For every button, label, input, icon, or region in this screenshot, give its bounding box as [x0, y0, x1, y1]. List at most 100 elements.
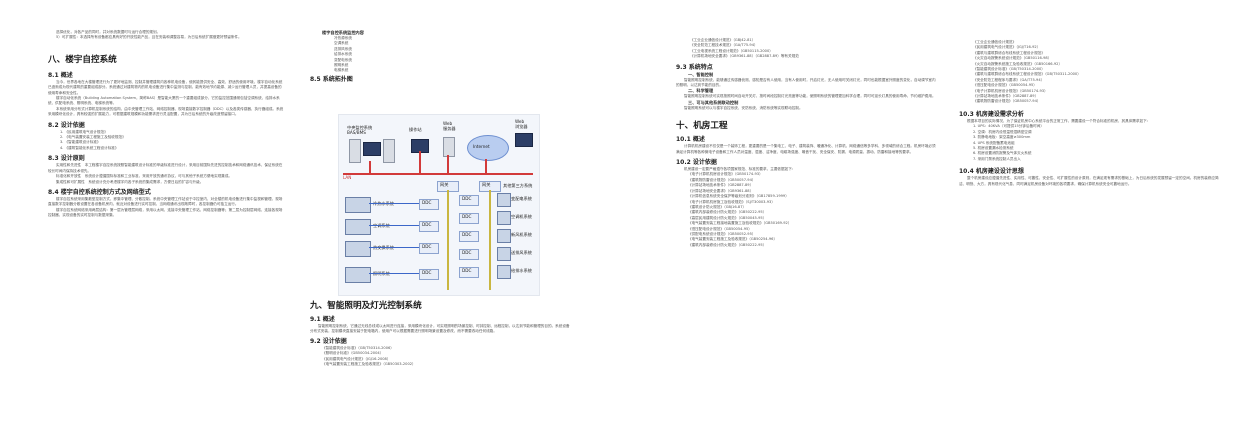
pump-equipment [497, 265, 511, 279]
ddc-label: DDC [422, 244, 432, 249]
list-item: 《计算机信息系统安全保护等级划分准则》（GB17859-1999） [688, 194, 789, 199]
fresh-air-equipment [497, 229, 511, 243]
list-item: 《电子计算机机房施工及验收规范》（SJ/T30003-93） [688, 199, 775, 204]
list-item: 《高层民用建筑设计防火规范》（GB50045-95） [688, 215, 767, 220]
list-item: 7. 采用门禁系统控制人员出入 [973, 156, 1021, 161]
list-item: 《电子计算机机房设计规范》（GB50174-93） [973, 88, 1048, 93]
ddc-box [419, 221, 439, 232]
list-item: 空调系统 [334, 41, 349, 46]
monitor-list: 冷热源系统 空调系统 送排风系统 给排水系统 变配电系统 照明系统 电梯系统 [310, 36, 572, 74]
ddc-label: DDC [462, 196, 472, 201]
list-item: 《电气装置安装工程施工及验收规范》（GB50303-2002） [322, 362, 416, 367]
paragraph: 楼宇自控系统采用集散型控制方式，即集中管理、分散控制。系统中央管理工作站设于中控… [48, 196, 283, 207]
column-1: 选择优化，对各产品的同时，并对系统数据时与运行合理的规划。 5）可扩展性：本选择… [48, 0, 284, 425]
list-item: 4. 《建筑智能化系统工程设计标准》 [60, 145, 119, 150]
paragraph: 机房建设一定要严格遵守各项国家规范、标准的要求，主要依据如下： [684, 167, 796, 172]
list-item: 《建筑与建筑群综合布线系统工程设计规范》（GB/T50311-2000） [973, 72, 1081, 77]
list-item: 《智能建筑设计标准》（GB/T50314-2000） [973, 67, 1045, 72]
list-item: 《电气装置安装工程施工及验收规范》（GB50254-96） [688, 237, 778, 242]
list-item: 《计算站场地技术条件》（GB2887-89） [688, 183, 754, 188]
ddc-box [419, 243, 439, 254]
paragraph: 智能照明系统可以与楼宇自控系统、安防系统、消防系统等实现联动控制。 [684, 105, 803, 110]
sub-heading: 一、智能控制 [688, 71, 714, 77]
basis-list: 《工业企业通信设计规范》 《民用建筑电气设计规范》（JGJ/T16-92） 《建… [959, 40, 1221, 105]
paragraph: 本系统采用分布式计算机控制系统的结构，由中央管理工作站、网络控制器、现场直接数字… [48, 106, 284, 117]
list-item: 1. 《民用建筑电气设计规范》 [60, 129, 108, 134]
center-label: 中央监控系统 BAS/BMS [347, 125, 373, 135]
ddc-box [419, 199, 439, 210]
section-title: 十、机房工程 [676, 121, 728, 132]
list-item: 送排风系统 [334, 46, 352, 51]
web-server-label: Web 服务器 [443, 121, 456, 131]
list-item: 《建筑物防雷设计规范》（GB50057-94） [973, 99, 1041, 104]
lan-label: LAN [343, 175, 352, 180]
column-3: 《工业企业通信设计规范》（GBJ42-81） 《安全防范工程技术规范》（GA/T… [676, 0, 938, 425]
sub-heading: 三、可与其他系统联动控制 [688, 99, 739, 105]
list-item: 《民用建筑电气设计规范》（JGJ/T16-92） [973, 45, 1041, 50]
ddc-label: DDC [462, 214, 472, 219]
subsystem-label: 变配电系统 [511, 196, 532, 201]
list-item: 《低压配电设计规范》（GB50054-95） [688, 226, 752, 231]
subsystem-label: 送排风系统 [511, 250, 532, 255]
list-item: 给排水系统 [334, 52, 352, 57]
list-item: 冷热源系统 [334, 36, 352, 40]
server-icon [349, 139, 361, 163]
list-item: 《供配电系统设计规范》（GB50052-95） [688, 231, 756, 236]
list-item: 6. 机房设置消防报警及气体灭火系统 [973, 151, 1032, 156]
lighting-equipment [345, 267, 371, 283]
intro-item-5: 5）可扩展性：本选择所有设备都应具有好的开放性能产品，且在安装和调整容易，为日后… [56, 35, 242, 40]
paragraph: 标准化和开放性 系统设计遵循国际标准和工业标准，采用开放的通讯协议，可与其他子系… [56, 174, 233, 179]
list-item: 《工业企业通信设计规范》 [973, 40, 1017, 44]
subsection-title: 8.5 系统拓扑图 [310, 75, 353, 83]
internet-cloud [467, 135, 509, 161]
subsection-title: 10.1 概述 [676, 136, 705, 144]
paragraph: 根据本项目的实际情况，为了保证机房中心系统平台的正常工作，需要建设一个符合标准的… [967, 118, 1151, 123]
subsection-title: 9.1 概述 [310, 316, 335, 323]
gateway-label: 网关 [440, 182, 449, 187]
lan-connector [369, 161, 371, 173]
list-item: 变配电系统 [334, 57, 352, 62]
power-equipment [497, 193, 511, 207]
paragraph: 智能照明控制系统，能够通过传感器侦测、感知是否有人使用，当有人使用时，开启灯光，… [676, 77, 936, 88]
list-item: 3. 防静电地板：架空高度≥300mm [973, 135, 1031, 140]
paragraph: 智能照明控制系统，它通过无线总线或以太网进行连接，采用模块化设计，可实现照明的场… [310, 324, 570, 334]
lan-connector [419, 151, 421, 173]
lan-line [343, 173, 533, 175]
monitor-icon [363, 142, 381, 156]
list-item: 《工业电视系统工程设计规范》（GB50115-2000） [690, 48, 773, 53]
list-item: 《计算站场地安全要求》（GB9361-88） [688, 188, 754, 193]
list-item: 《计算机场地安全要求》（GB9361-88）（GB2887-89）等有关规范 [690, 54, 799, 59]
ddc-label: DDC [422, 270, 432, 275]
link-line [369, 225, 419, 226]
workstation-label: 操作站 [409, 127, 422, 132]
list-item: 《照明设计标准》（GB50034-2004） [322, 351, 384, 356]
field-bus [447, 190, 449, 290]
basis-list: 《电子计算机机房设计规范》（GB50174-93） 《建筑物防雷设计规范》（GB… [676, 172, 938, 248]
ahu-equipment [497, 211, 511, 225]
list-item: 《建筑内部装修设计防火规范》（GB50222-95） [688, 242, 767, 247]
section-title: 九、智能照明及灯光控制系统 [310, 301, 422, 311]
ddc-label: DDC [422, 200, 432, 205]
basis-list: 《工业企业通信设计规范》（GBJ42-81） 《安全防范工程技术规范》（GA/T… [676, 38, 938, 60]
list-item: 《低压配电设计规范》（GB50054-95） [973, 83, 1037, 88]
intro-paragraph: 选择优化，对各产品的同时，并对系统数据时与运行合理的规划。 [56, 30, 161, 34]
subsection-title: 8.1 概述 [48, 71, 73, 79]
subsystem-label: 给排水系统 [511, 268, 532, 273]
column-2: 楼宇自控系统监控内容 冷热源系统 空调系统 送排风系统 给排水系统 变配电系统 … [310, 0, 572, 425]
ddc-box [459, 231, 479, 242]
list-item: 照明系统 [334, 63, 349, 68]
list-item: 5. 机房设置漏水检测系统 [973, 145, 1014, 150]
paragraph: 实用性和先进性 本工程楼宇自控系统按照智能建筑设计标准的甲级标准进行设计，采用目… [48, 163, 283, 173]
other-system-label: 其他第三方系统 [503, 183, 533, 188]
list-item: 《安全防范工程技术规范》（GA/T75-94） [690, 43, 758, 48]
ahu-equipment [345, 219, 371, 235]
ddc-label: DDC [422, 222, 432, 227]
requirements-list: 1. UPS：40KVA（可提供15分钟后备时间） 2. 空调：机房内设恒温恒湿… [959, 124, 1221, 162]
list-item: 1. UPS：40KVA（可提供15分钟后备时间） [973, 124, 1044, 129]
gateway-label: 网关 [482, 182, 491, 187]
sub-heading: 二、科学管理 [688, 88, 714, 94]
ddc-box [419, 269, 439, 280]
internet-label: Internet [473, 144, 490, 149]
subsection-title: 10.3 机房建设需求分析 [959, 110, 1024, 118]
list-item: 《电气装置安装工程接地装置施工及验收规范》（GB50169-92） [688, 221, 792, 226]
